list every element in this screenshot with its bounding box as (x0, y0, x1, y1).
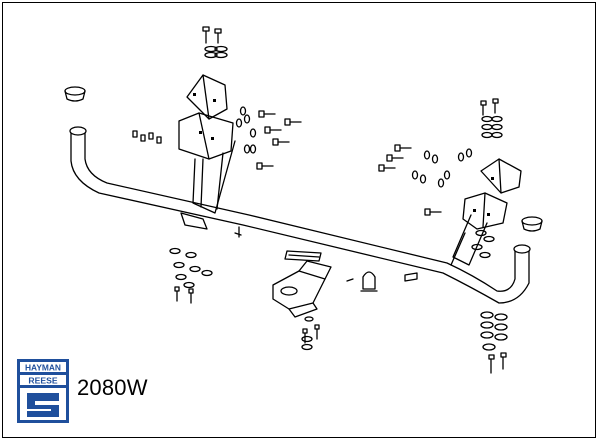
bolt-set-top-right (480, 98, 503, 139)
bolt-set-far-left (132, 130, 162, 144)
diagram-frame: HAYMAN REESE 2080W (2, 2, 596, 438)
safety-chain-shackle (360, 271, 378, 292)
bolt-set-top-left (202, 26, 228, 59)
bolt-set-center-right (378, 144, 473, 216)
loose-clip (346, 272, 418, 282)
tube-clamp (284, 250, 322, 262)
logo-emblem-icon (27, 393, 59, 417)
left-end-cap (69, 126, 87, 136)
right-end-cap (513, 244, 531, 254)
bolt-set-lower-left (169, 247, 213, 304)
bolt-heads-left (193, 93, 216, 140)
tow-tongue (272, 260, 332, 318)
logo-line1: HAYMAN (25, 362, 61, 372)
right-mounting-bracket (450, 158, 522, 266)
right-loose-plug (521, 216, 543, 232)
bolt-heads-right (473, 177, 494, 216)
bolt-set-bottom-right (480, 311, 508, 374)
left-mounting-bracket (178, 74, 236, 230)
hayman-reese-logo: HAYMAN REESE (17, 359, 69, 423)
logo-line2: REESE (28, 375, 57, 385)
bolt-set-left-horizontal (235, 106, 302, 170)
bolt-set-tongue (301, 316, 320, 351)
left-loose-plug (64, 86, 86, 102)
bolt-set-lower-right (471, 229, 495, 259)
towbar-exploded-diagram (64, 26, 543, 374)
crossbar-tube (70, 132, 530, 304)
model-code: 2080W (77, 375, 148, 400)
